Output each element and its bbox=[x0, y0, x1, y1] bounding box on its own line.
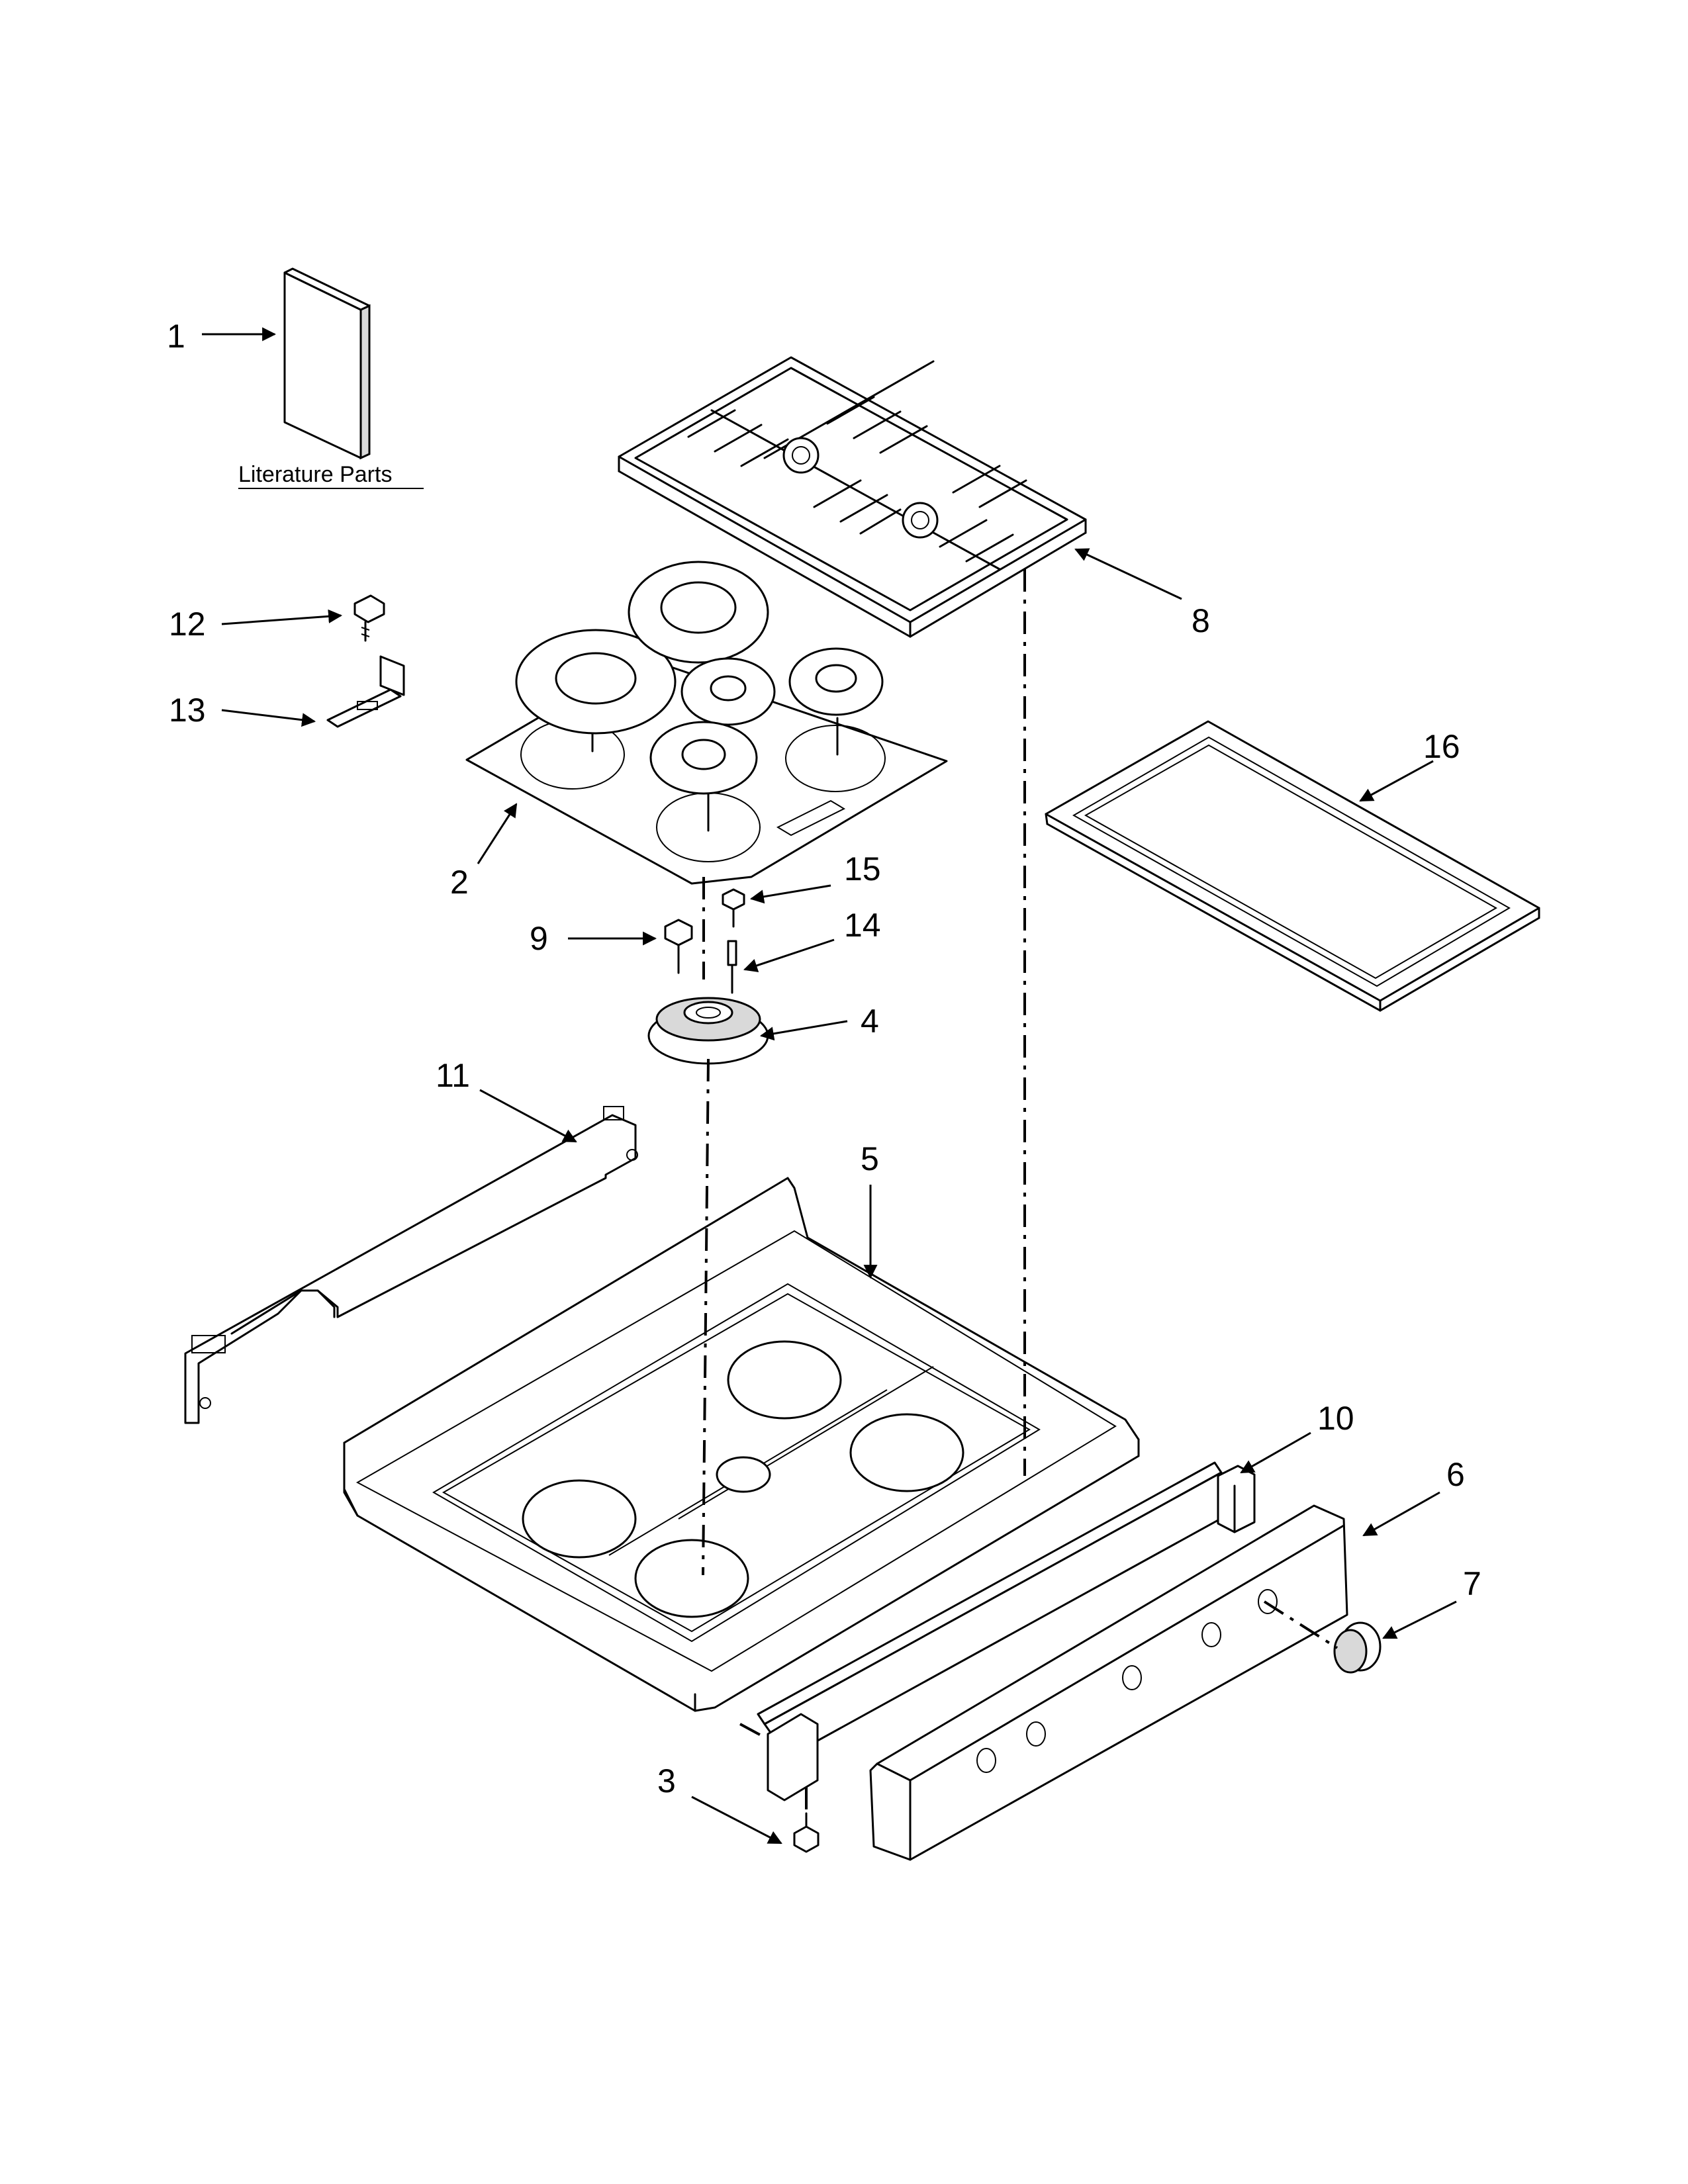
grate-part[interactable] bbox=[618, 356, 1087, 638]
burner-base-part[interactable] bbox=[647, 997, 769, 1065]
leader-arrows bbox=[202, 327, 1457, 1844]
bracket-part-13[interactable] bbox=[326, 655, 405, 728]
side-bracket-part[interactable] bbox=[1217, 1465, 1256, 1533]
orifice-part-9[interactable] bbox=[664, 919, 693, 974]
part-callouts: 1 2 3 4 5 6 7 8 9 10 11 12 13 14 15 16 bbox=[167, 318, 1481, 1799]
main-cooktop-part[interactable] bbox=[343, 1177, 1140, 1712]
screw-part-15[interactable] bbox=[722, 888, 745, 928]
callout-10: 10 bbox=[1317, 1400, 1354, 1437]
screw-part-3[interactable] bbox=[793, 1812, 820, 1853]
callout-15: 15 bbox=[844, 850, 881, 887]
callout-4: 4 bbox=[861, 1003, 879, 1040]
callout-8: 8 bbox=[1192, 602, 1210, 639]
callout-16: 16 bbox=[1423, 728, 1460, 765]
callout-7: 7 bbox=[1463, 1565, 1481, 1602]
literature-parts-label: Literature Parts bbox=[238, 462, 392, 487]
literature-booklet-part[interactable] bbox=[283, 267, 371, 460]
assembly-lines bbox=[702, 569, 1338, 1817]
callout-1: 1 bbox=[167, 318, 185, 355]
callout-13: 13 bbox=[169, 692, 206, 729]
callout-11: 11 bbox=[436, 1057, 470, 1094]
griddle-part[interactable] bbox=[1045, 720, 1540, 1012]
callout-5: 5 bbox=[861, 1140, 879, 1177]
callout-9: 9 bbox=[530, 920, 548, 957]
electrode-part-14[interactable] bbox=[727, 940, 737, 994]
knob-part[interactable] bbox=[1333, 1621, 1382, 1674]
callout-12: 12 bbox=[169, 606, 206, 643]
callout-6: 6 bbox=[1446, 1456, 1465, 1493]
callout-14: 14 bbox=[844, 907, 881, 944]
control-panel-part[interactable] bbox=[757, 1461, 1348, 1861]
callout-2: 2 bbox=[450, 864, 469, 901]
cooktop-burner-caps-part[interactable] bbox=[465, 561, 948, 885]
screw-part-12[interactable] bbox=[353, 594, 385, 642]
rear-panel-part[interactable] bbox=[184, 1106, 638, 1424]
callout-3: 3 bbox=[657, 1762, 676, 1799]
